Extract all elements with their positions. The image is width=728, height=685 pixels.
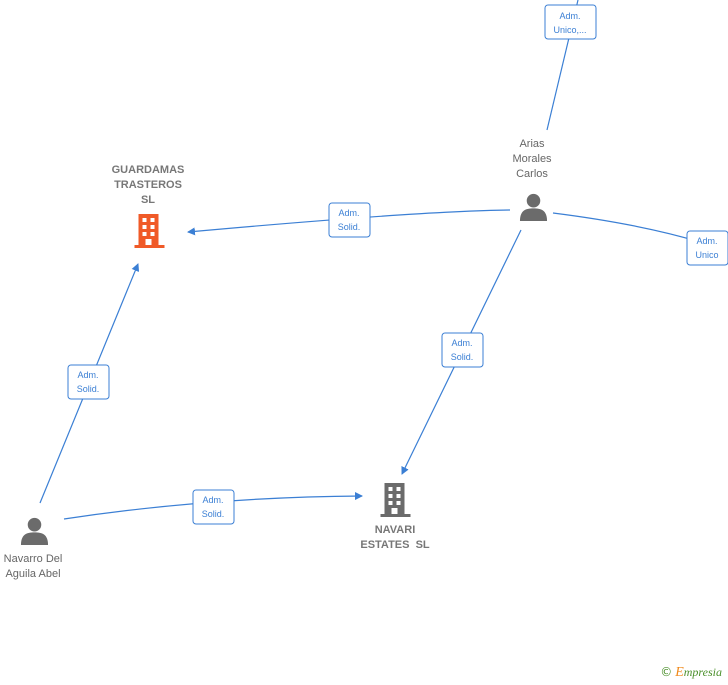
company-label-line-2: ESTATES SL	[360, 539, 430, 551]
person-icon	[519, 193, 548, 221]
person-label-line-1: Navarro Del	[4, 553, 63, 565]
brand-logo-initial: E	[675, 665, 684, 680]
edge-top-label-2: Unico,...	[553, 25, 586, 35]
person-label-line-3: Carlos	[516, 168, 548, 180]
edge-top: Adm. Unico,...	[544, 0, 597, 131]
edge-arias-guardamas-label-2: Solid.	[338, 222, 361, 232]
edge-arias-navari: Adm. Solid.	[401, 229, 522, 475]
edge-navarro-guardamas: Adm. Solid.	[39, 263, 140, 504]
edge-navarro-guardamas-label-2: Solid.	[77, 384, 100, 394]
edge-arias-right: Adm. Unico	[552, 212, 728, 266]
person-label-line-2: Morales	[512, 153, 552, 165]
brand-logo-text: mpresia	[683, 665, 722, 679]
node-navarro-del-aguila-abel[interactable]: Navarro Del Aguila Abel	[4, 517, 63, 580]
company-label-line-3: SL	[141, 194, 155, 206]
node-guardamas-trasteros[interactable]: GUARDAMAS TRASTEROS SL	[112, 164, 185, 248]
edge-arias-guardamas-label-1: Adm.	[338, 208, 359, 218]
building-icon	[134, 214, 165, 248]
edge-top-label-1: Adm.	[559, 11, 580, 21]
edge-navarro-guardamas-label-1: Adm.	[77, 370, 98, 380]
edge-navarro-navari: Adm. Solid.	[63, 489, 363, 525]
company-label-line-1: GUARDAMAS	[112, 164, 185, 176]
building-icon	[380, 483, 411, 517]
person-label-line-2: Aguila Abel	[5, 568, 60, 580]
company-label-line-1: NAVARI	[375, 524, 416, 536]
edge-arias-navari-label-1: Adm.	[451, 338, 472, 348]
edge-arias-right-label-1: Adm.	[696, 236, 717, 246]
person-label-line-1: Arias	[519, 138, 545, 150]
company-label-line-2: TRASTEROS	[114, 179, 182, 191]
edge-arias-right-label-2: Unico	[695, 250, 718, 260]
person-icon	[20, 517, 49, 545]
edge-navarro-navari-label-1: Adm.	[202, 495, 223, 505]
edge-navarro-navari-label-2: Solid.	[202, 509, 225, 519]
edge-arias-navari-label-2: Solid.	[451, 352, 474, 362]
node-arias-morales-carlos[interactable]: Arias Morales Carlos	[512, 138, 552, 221]
brand-footer: ©Empresia	[660, 665, 722, 681]
node-navari-estates[interactable]: NAVARI ESTATES SL	[360, 483, 430, 551]
copyright-symbol: ©	[660, 665, 673, 679]
edge-arias-guardamas: Adm. Solid.	[187, 202, 511, 238]
